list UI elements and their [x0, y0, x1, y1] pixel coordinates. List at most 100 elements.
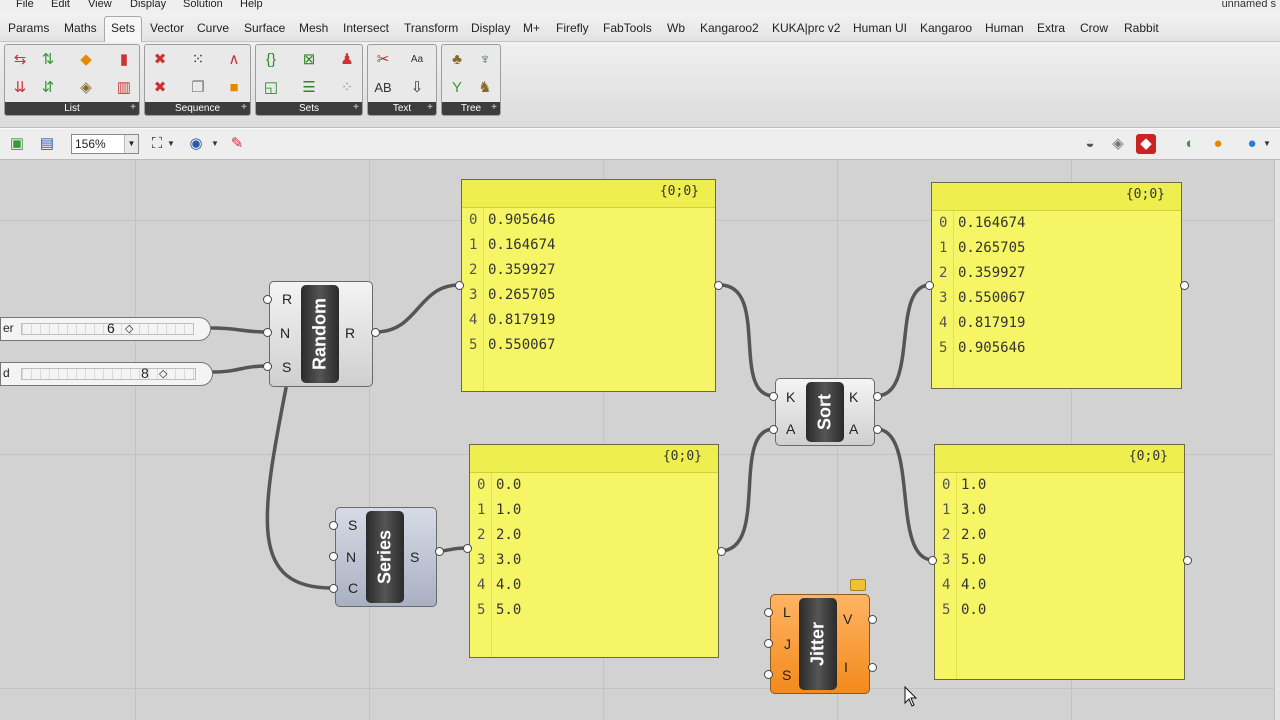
input-grip[interactable]: [263, 362, 272, 371]
graft-tree-icon[interactable]: Y: [451, 79, 462, 96]
dispatch-icon[interactable]: ◆: [80, 51, 92, 68]
series-component[interactable]: Series S N C S: [335, 507, 437, 607]
random-output-r[interactable]: R: [345, 325, 356, 341]
open-file-icon[interactable]: ▣: [9, 135, 25, 152]
tab-fabtools[interactable]: FabTools: [603, 21, 652, 35]
material-sphere-icon[interactable]: ●: [1213, 135, 1223, 152]
bake-icon[interactable]: ◐: [1185, 135, 1195, 152]
input-grip[interactable]: [764, 670, 773, 679]
canvas-scrollbar[interactable]: [1274, 160, 1280, 720]
slider-track[interactable]: [21, 323, 194, 335]
series-input-n[interactable]: N: [346, 549, 357, 565]
jitter-component[interactable]: Jitter L J S V I: [770, 594, 870, 694]
jitter-output-i[interactable]: I: [844, 659, 848, 675]
sort-input-k[interactable]: K: [786, 389, 796, 405]
wire-sort-k-panel[interactable]: [874, 283, 932, 398]
warning-flag-icon[interactable]: [850, 579, 866, 591]
cull-index-icon[interactable]: ✖: [153, 51, 167, 68]
tab-vector[interactable]: Vector: [150, 21, 185, 35]
sort-text-icon[interactable]: ⇩: [410, 79, 424, 96]
tab-maths[interactable]: Maths: [64, 21, 97, 35]
input-grip[interactable]: [329, 552, 338, 561]
output-grip[interactable]: [714, 281, 723, 290]
grasshopper-canvas[interactable]: er 6 ◇ d 8 ◇ Random R N S R Series S N C…: [0, 160, 1280, 720]
wire-sort-a-panel[interactable]: [874, 427, 935, 562]
menu-edit[interactable]: Edit: [51, 0, 70, 10]
list-length-icon[interactable]: ▮: [119, 51, 129, 68]
input-grip[interactable]: [263, 328, 272, 337]
series-output-s[interactable]: S: [410, 549, 420, 565]
menu-file[interactable]: File: [16, 0, 34, 10]
tab-kukaprc[interactable]: KUKA|prc v2: [772, 21, 841, 35]
sort-list-component[interactable]: Sort K A K A: [775, 378, 875, 446]
input-grip[interactable]: [263, 295, 272, 304]
save-file-icon[interactable]: ▤: [39, 135, 55, 152]
tab-extra[interactable]: Extra: [1037, 21, 1066, 35]
tree-branch-icon[interactable]: ♆: [479, 51, 491, 68]
output-grip[interactable]: [873, 392, 882, 401]
input-grip[interactable]: [455, 281, 464, 290]
tab-surface[interactable]: Surface: [244, 21, 286, 35]
output-grip[interactable]: [873, 425, 882, 434]
jitter-output-v[interactable]: V: [843, 611, 853, 627]
preview-shaded-icon[interactable]: ◒: [1085, 135, 1095, 152]
input-grip[interactable]: [329, 584, 338, 593]
chevron-down-icon[interactable]: ▼: [211, 139, 219, 148]
ribbon-panel-sets-label[interactable]: Sets+: [256, 102, 362, 115]
output-grip[interactable]: [435, 547, 444, 556]
wire-slider-n[interactable]: [210, 326, 270, 334]
menu-display[interactable]: Display: [130, 0, 167, 10]
ribbon-panel-tree-label[interactable]: Tree+: [442, 102, 500, 115]
sort-output-k[interactable]: K: [849, 389, 859, 405]
random-component[interactable]: Random R N S R: [269, 281, 373, 387]
wire-panel-sort-k[interactable]: [718, 283, 776, 398]
jitter-component-nickname[interactable]: Jitter: [799, 598, 837, 690]
sketch-pen-icon[interactable]: ✎: [230, 135, 244, 152]
wire-random-panel[interactable]: [374, 283, 461, 334]
text-case-icon[interactable]: Aa: [410, 54, 424, 65]
tab-kangaroo[interactable]: Kangaroo: [920, 21, 973, 35]
flatten-tree-icon[interactable]: ♞: [478, 79, 492, 96]
tab-wb[interactable]: Wb: [667, 21, 685, 35]
tab-mesh[interactable]: Mesh: [299, 21, 329, 35]
output-grip[interactable]: [868, 663, 877, 672]
output-grip[interactable]: [371, 328, 380, 337]
preview-selected-icon[interactable]: ◆: [1136, 134, 1156, 154]
tab-display[interactable]: Display: [471, 21, 511, 35]
jitter-icon[interactable]: ■: [229, 79, 239, 96]
input-grip[interactable]: [329, 521, 338, 530]
slider-knob-icon[interactable]: ◇: [125, 323, 134, 335]
output-grip[interactable]: [1183, 556, 1192, 565]
ribbon-panel-sequence-label[interactable]: Sequence+: [145, 102, 250, 115]
series-input-c[interactable]: C: [348, 580, 359, 596]
tab-intersect[interactable]: Intersect: [343, 21, 390, 35]
tab-human[interactable]: Human: [985, 21, 1024, 35]
zoom-extents-icon[interactable]: ⛶: [151, 135, 163, 152]
set-union-icon[interactable]: ☰: [302, 79, 316, 96]
output-grip[interactable]: [1180, 281, 1189, 290]
jitter-input-j[interactable]: J: [784, 636, 791, 652]
menu-view[interactable]: View: [88, 0, 112, 10]
series-component-nickname[interactable]: Series: [366, 511, 404, 603]
tab-params[interactable]: Params: [8, 21, 50, 35]
replace-members-icon[interactable]: ⁘: [340, 79, 354, 96]
random-component-nickname[interactable]: Random: [301, 285, 339, 383]
random-input-r[interactable]: R: [282, 291, 293, 307]
jitter-input-l[interactable]: L: [783, 604, 791, 620]
random-input-s[interactable]: S: [282, 359, 292, 375]
duplicate-data-icon[interactable]: ❐: [191, 79, 205, 96]
chevron-down-icon[interactable]: ▼: [167, 139, 175, 148]
slider-track[interactable]: [21, 368, 196, 380]
menu-help[interactable]: Help: [240, 0, 263, 10]
series-input-s[interactable]: S: [348, 517, 358, 533]
tab-mplus[interactable]: M+: [523, 21, 541, 35]
ribbon-panel-text-label[interactable]: Text+: [368, 102, 436, 115]
sort-list-icon[interactable]: ⇅: [41, 51, 55, 68]
split-list-icon[interactable]: ▥: [116, 79, 132, 96]
sort-component-nickname[interactable]: Sort: [806, 382, 844, 442]
create-set-icon[interactable]: {}: [265, 51, 277, 68]
random-input-n[interactable]: N: [280, 325, 291, 341]
wire-slider-s[interactable]: [210, 364, 270, 374]
